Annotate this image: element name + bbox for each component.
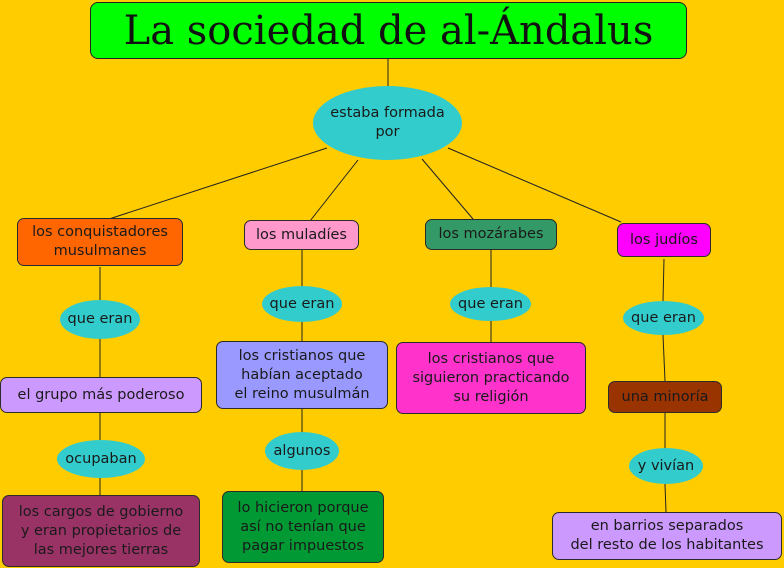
linking-phrase-ocupaban: ocupaban <box>57 440 145 478</box>
linking-phrase-que-eran-1: que eran <box>60 300 140 339</box>
concept-muladies: los muladíes <box>244 220 359 250</box>
concept-cargos-gobierno: los cargos de gobierno y eran propietari… <box>2 495 200 567</box>
concept-grupo-poderoso: el grupo más poderoso <box>0 377 202 413</box>
concept-cristianos-aceptado: los cristianos que habían aceptado el re… <box>216 341 388 409</box>
linking-phrase-center: estaba formada por <box>313 86 462 160</box>
concept-minoria: una minoría <box>608 381 722 413</box>
map-title: La sociedad de al-Ándalus <box>90 2 687 59</box>
linking-phrase-que-eran-3: que eran <box>450 287 531 321</box>
concept-conquistadores: los conquistadores musulmanes <box>17 218 183 266</box>
concept-mozarabes: los mozárabes <box>425 219 557 250</box>
linking-phrase-que-eran-2: que eran <box>262 286 342 322</box>
linking-phrase-que-eran-4: que eran <box>623 301 704 335</box>
linking-phrase-y-vivian: y vivían <box>629 448 703 484</box>
concept-impuestos: lo hicieron porque así no tenían que pag… <box>222 491 384 563</box>
concept-judios: los judíos <box>617 223 711 257</box>
linking-phrase-algunos: algunos <box>265 432 339 470</box>
concept-cristianos-religion: los cristianos que siguieron practicando… <box>396 342 586 414</box>
concept-barrios-separados: en barrios separados del resto de los ha… <box>552 512 782 560</box>
